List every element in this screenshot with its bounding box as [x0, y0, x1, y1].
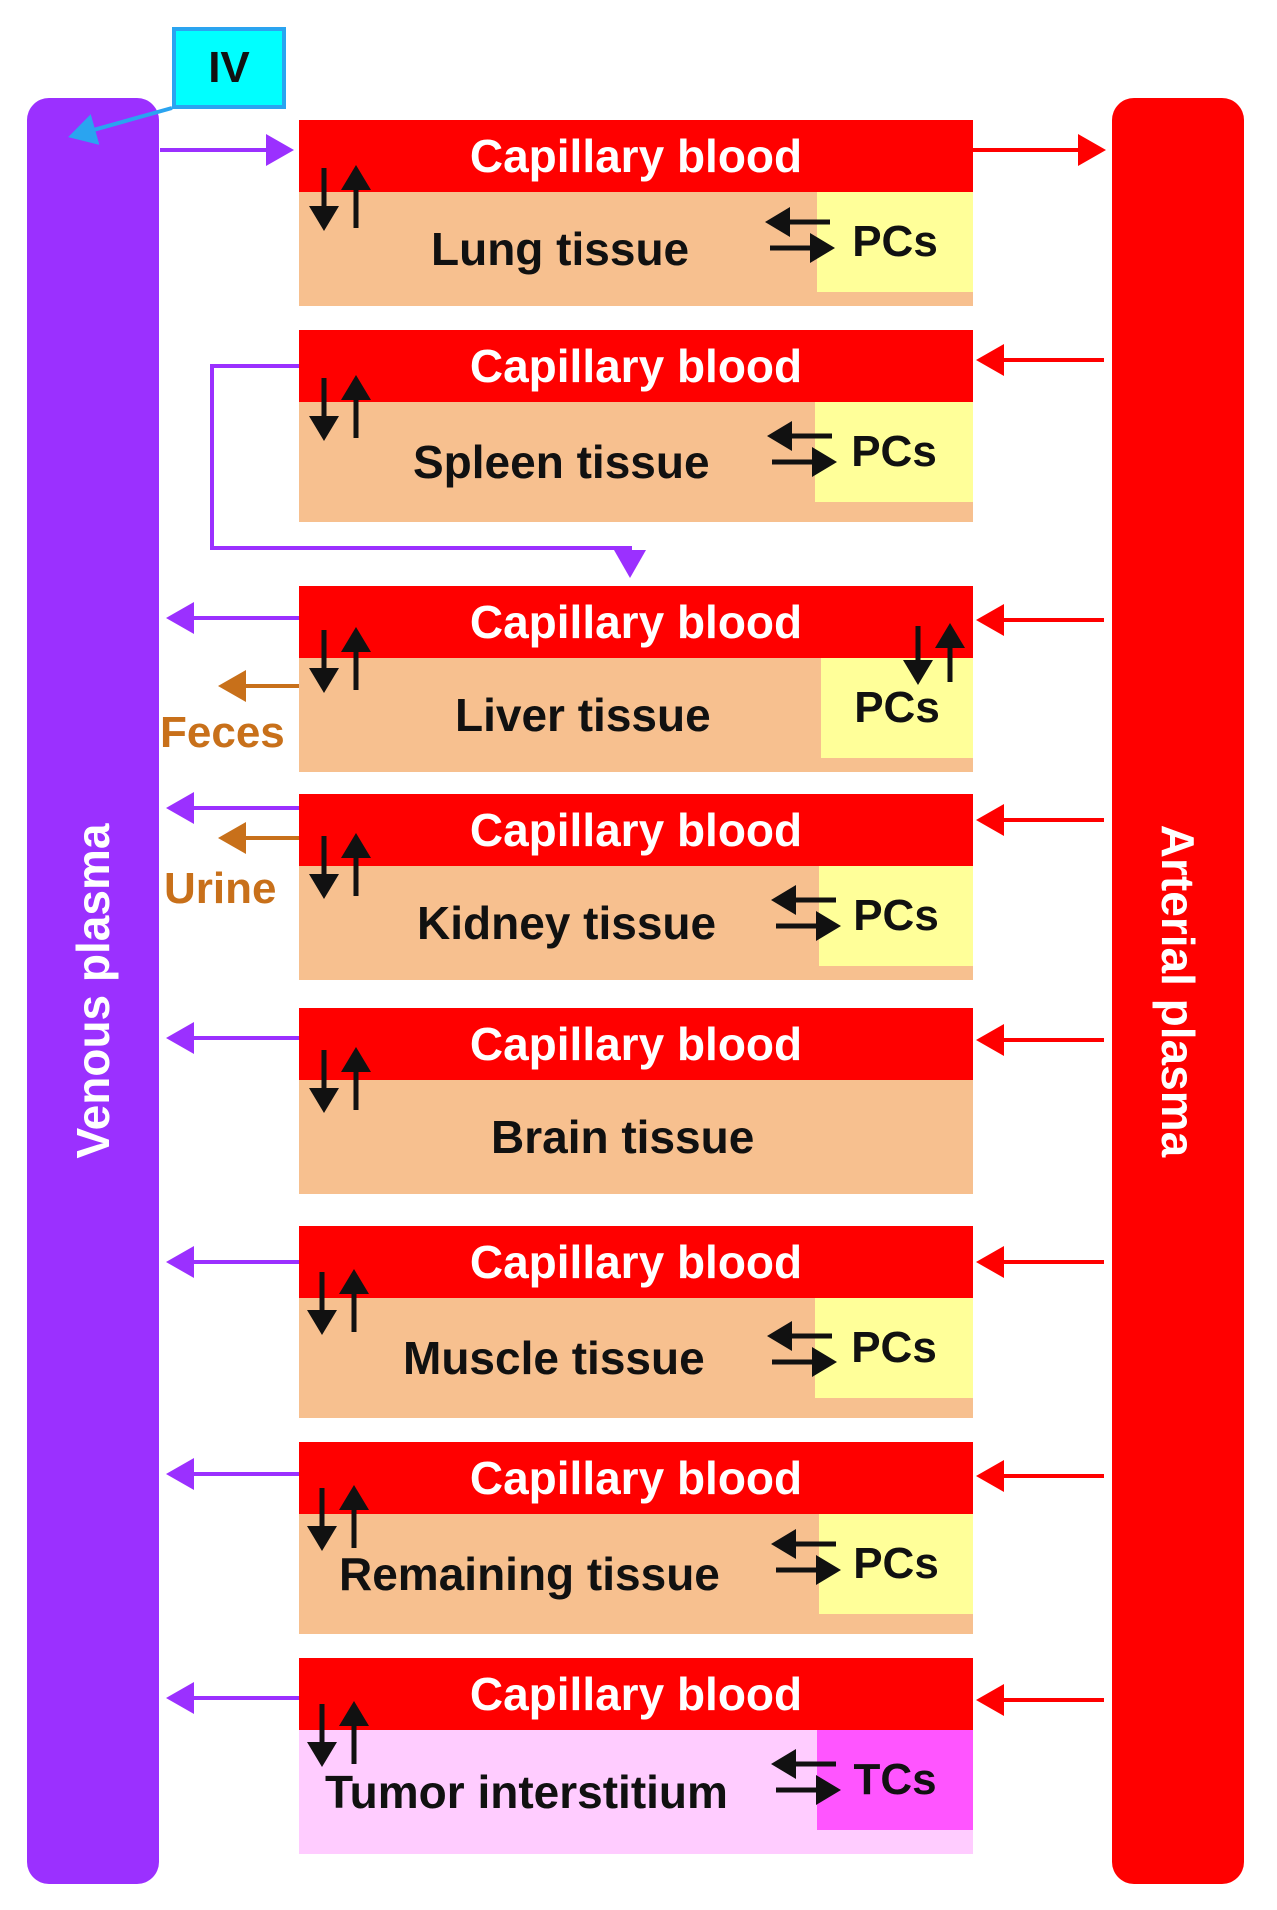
cell-exchange-arrows-muscle [767, 1321, 837, 1377]
tissue-label-muscle: Muscle tissue [403, 1332, 705, 1384]
compartment-lung: Capillary blood Lung tissue PCs [299, 120, 973, 306]
compartment-remaining: Capillary blood Remaining tissue PCs [299, 1442, 973, 1634]
tissue-muscle: Muscle tissue PCs [299, 1298, 973, 1418]
capillary-blood-muscle: Capillary blood [299, 1226, 973, 1298]
tissue-label-remaining: Remaining tissue [339, 1548, 720, 1600]
venous-plasma-column: Venous plasma [27, 98, 159, 1884]
capillary-blood-liver: Capillary blood [299, 586, 973, 658]
tissue-lung: Lung tissue PCs [299, 192, 973, 306]
cell-pcs-muscle: PCs [815, 1298, 973, 1398]
arterial-plasma-column: Arterial plasma [1112, 98, 1244, 1884]
exchange-arrows-spleen [309, 375, 371, 441]
exchange-arrows-tumor [307, 1701, 369, 1767]
tissue-label-lung: Lung tissue [431, 223, 690, 275]
spleen-to-liver-arrow [210, 364, 646, 578]
tissue-brain: Brain tissue [299, 1080, 973, 1194]
exchange-arrows-remaining [307, 1485, 369, 1551]
exchange-arrows-muscle [307, 1269, 369, 1335]
iv-arrow [68, 106, 173, 145]
cell-pcs-spleen: PCs [815, 402, 973, 502]
compartment-liver: Capillary blood Liver tissue PCs [299, 586, 973, 772]
compartment-muscle: Capillary blood Muscle tissue PCs [299, 1226, 973, 1418]
exchange-arrows-liver-pcs [903, 623, 965, 685]
tissue-liver: Liver tissue PCs [299, 658, 973, 772]
exchange-arrows-kidney [309, 833, 371, 899]
capillary-blood-tumor: Capillary blood [299, 1658, 973, 1730]
cell-pcs-kidney: PCs [819, 866, 973, 966]
tissue-remaining: Remaining tissue PCs [299, 1514, 973, 1634]
cell-exchange-arrows-lung [765, 207, 835, 263]
cell-exchange-arrows-remaining [771, 1529, 841, 1585]
cell-exchange-arrows-tumor [771, 1749, 841, 1805]
cell-exchange-arrows-spleen [767, 421, 837, 477]
tissue-spleen: Spleen tissue PCs [299, 402, 973, 522]
capillary-blood-lung: Capillary blood [299, 120, 973, 192]
compartment-brain: Capillary blood Brain tissue [299, 1008, 973, 1194]
compartment-spleen: Capillary blood Spleen tissue PCs [299, 330, 973, 522]
compartment-kidney: Capillary blood Kidney tissue PCs [299, 794, 973, 980]
cell-pcs-remaining: PCs [819, 1514, 973, 1614]
exchange-arrows-brain [309, 1047, 371, 1113]
cell-exchange-arrows-kidney [771, 885, 841, 941]
tissue-label-kidney: Kidney tissue [417, 897, 717, 949]
urine-label: Urine [164, 864, 277, 913]
capillary-blood-remaining: Capillary blood [299, 1442, 973, 1514]
tissue-label-brain: Brain tissue [491, 1111, 755, 1163]
capillary-blood-kidney: Capillary blood [299, 794, 973, 866]
cell-pcs-lung: PCs [817, 192, 973, 292]
capillary-blood-spleen: Capillary blood [299, 330, 973, 402]
compartment-tumor: Capillary blood Tumor interstitium TCs [299, 1658, 973, 1854]
tissue-kidney: Kidney tissue PCs [299, 866, 973, 980]
tissue-label-spleen: Spleen tissue [413, 436, 710, 488]
cell-tcs-tumor: TCs [817, 1730, 973, 1830]
tissue-tumor: Tumor interstitium TCs [299, 1730, 973, 1854]
tissue-label-liver: Liver tissue [455, 689, 711, 741]
capillary-blood-brain: Capillary blood [299, 1008, 973, 1080]
tissue-label-tumor: Tumor interstitium [325, 1766, 728, 1818]
iv-dose-box: IV [172, 27, 286, 109]
feces-label: Feces [160, 708, 285, 757]
exchange-arrows-liver [309, 627, 371, 693]
exchange-arrows-lung [309, 165, 371, 231]
